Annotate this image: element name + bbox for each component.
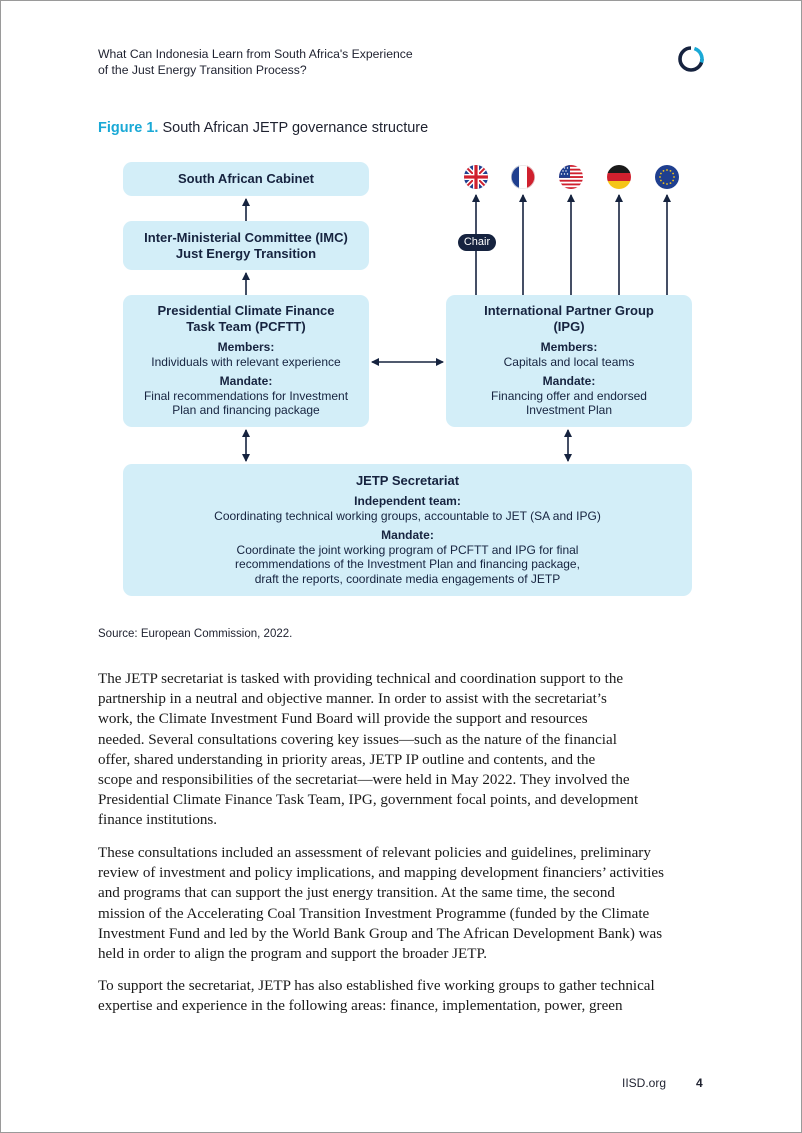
paragraph-line: Investment Fund and led by the World Ban… bbox=[98, 925, 663, 942]
footer-page-number: 4 bbox=[696, 1076, 703, 1090]
pcftt-members-label: Members: bbox=[217, 340, 275, 354]
body-paragraph-1: The JETP secretariat is tasked with prov… bbox=[98, 669, 702, 831]
body-paragraph-2: These consultations included an assessme… bbox=[98, 843, 702, 964]
ipg-mandate-label: Mandate: bbox=[542, 374, 596, 388]
ipg-mandate-line: Financing offer and endorsed bbox=[491, 388, 647, 403]
running-head: What Can Indonesia Learn from South Afri… bbox=[98, 46, 518, 78]
imc-title-line: Inter-Ministerial Committee (IMC) bbox=[144, 229, 348, 245]
ipg-members: Capitals and local teams bbox=[503, 354, 635, 369]
secretariat-title: JETP Secretariat bbox=[355, 473, 460, 488]
paragraph-line: needed. Several consultations covering k… bbox=[98, 731, 617, 748]
pcftt-mandate-line: Plan and financing package bbox=[172, 403, 320, 417]
ipg-title-line: International Partner Group bbox=[484, 303, 654, 318]
paragraph-line: offer, shared understanding in priority … bbox=[98, 751, 596, 768]
running-head-line: of the Just Energy Transition Process? bbox=[98, 63, 307, 77]
imc-title-line: Just Energy Transition bbox=[175, 245, 317, 261]
iisd-ring-logo-icon bbox=[678, 46, 704, 72]
pcftt-box: Presidential Climate Finance Task Team (… bbox=[123, 295, 369, 427]
cabinet-label: South African Cabinet bbox=[177, 171, 315, 186]
pcftt-mandate-line: Final recommendations for Investment bbox=[143, 388, 349, 403]
pcftt-title-line: Presidential Climate Finance bbox=[157, 303, 335, 318]
footer-site-link[interactable]: IISD.org bbox=[622, 1076, 667, 1090]
diagram-connectors bbox=[242, 194, 671, 462]
secretariat-mandate-line: draft the reports, coordinate media enga… bbox=[254, 571, 561, 586]
ipg-mandate-line: Investment Plan bbox=[525, 403, 613, 417]
figure-caption: Figure 1. South African JETP governance … bbox=[98, 120, 428, 136]
paragraph-line: expertise and experience in the followin… bbox=[98, 998, 623, 1015]
secretariat-team: Coordinating technical working groups, a… bbox=[214, 508, 601, 523]
pcftt-title-line: Task Team (PCFTT) bbox=[186, 319, 306, 334]
paragraph-line: partnership in a neutral and objective m… bbox=[98, 691, 607, 708]
paragraph-line: held in order to align the program and s… bbox=[98, 946, 487, 963]
paragraph-line: To support the secretariat, JETP has als… bbox=[98, 978, 655, 994]
cabinet-box: South African Cabinet bbox=[123, 162, 369, 196]
paragraph-line: review of investment and policy implicat… bbox=[98, 865, 664, 882]
paragraph-line: These consultations included an assessme… bbox=[98, 845, 651, 861]
secretariat-box: JETP Secretariat Independent team: Coord… bbox=[123, 464, 692, 596]
ipg-box: International Partner Group (IPG) Member… bbox=[446, 295, 692, 427]
ipg-title-line: (IPG) bbox=[553, 319, 585, 334]
imc-box: Inter-Ministerial Committee (IMC) Just E… bbox=[123, 221, 369, 270]
paragraph-line: mission of the Accelerating Coal Transit… bbox=[98, 905, 650, 922]
paragraph-line: Presidential Climate Finance Task Team, … bbox=[98, 792, 639, 809]
germany-flag-icon bbox=[607, 165, 631, 189]
figure-number: Figure 1. bbox=[98, 120, 159, 136]
figure-source: Source: European Commission, 2022. bbox=[98, 628, 293, 640]
paragraph-line: and programs that can support the just e… bbox=[98, 885, 615, 902]
secretariat-mandate-line: recommendations of the Investment Plan a… bbox=[235, 557, 580, 571]
pcftt-members: Individuals with relevant experience bbox=[151, 354, 341, 369]
chair-badge: Chair bbox=[458, 234, 496, 251]
pcftt-mandate-label: Mandate: bbox=[219, 374, 273, 388]
paragraph-line: finance institutions. bbox=[98, 812, 218, 829]
body-paragraph-3: To support the secretariat, JETP has als… bbox=[98, 976, 702, 1016]
paragraph-line: The JETP secretariat is tasked with prov… bbox=[98, 671, 624, 687]
france-flag-icon bbox=[511, 165, 535, 189]
secretariat-mandate-line: Coordinate the joint working program of … bbox=[236, 542, 579, 557]
eu-flag-icon bbox=[655, 165, 679, 189]
usa-flag-icon bbox=[559, 165, 583, 189]
ipg-members-label: Members: bbox=[540, 340, 598, 354]
running-head-line: What Can Indonesia Learn from South Afri… bbox=[98, 47, 413, 61]
uk-flag-icon bbox=[464, 165, 488, 189]
paragraph-line: work, the Climate Investment Fund Board … bbox=[98, 711, 588, 728]
secretariat-team-label: Independent team: bbox=[354, 494, 461, 508]
figure-title: South African JETP governance structure bbox=[162, 120, 429, 136]
paragraph-line: scope and responsibilities of the secret… bbox=[98, 772, 630, 789]
secretariat-mandate-label: Mandate: bbox=[381, 528, 434, 542]
